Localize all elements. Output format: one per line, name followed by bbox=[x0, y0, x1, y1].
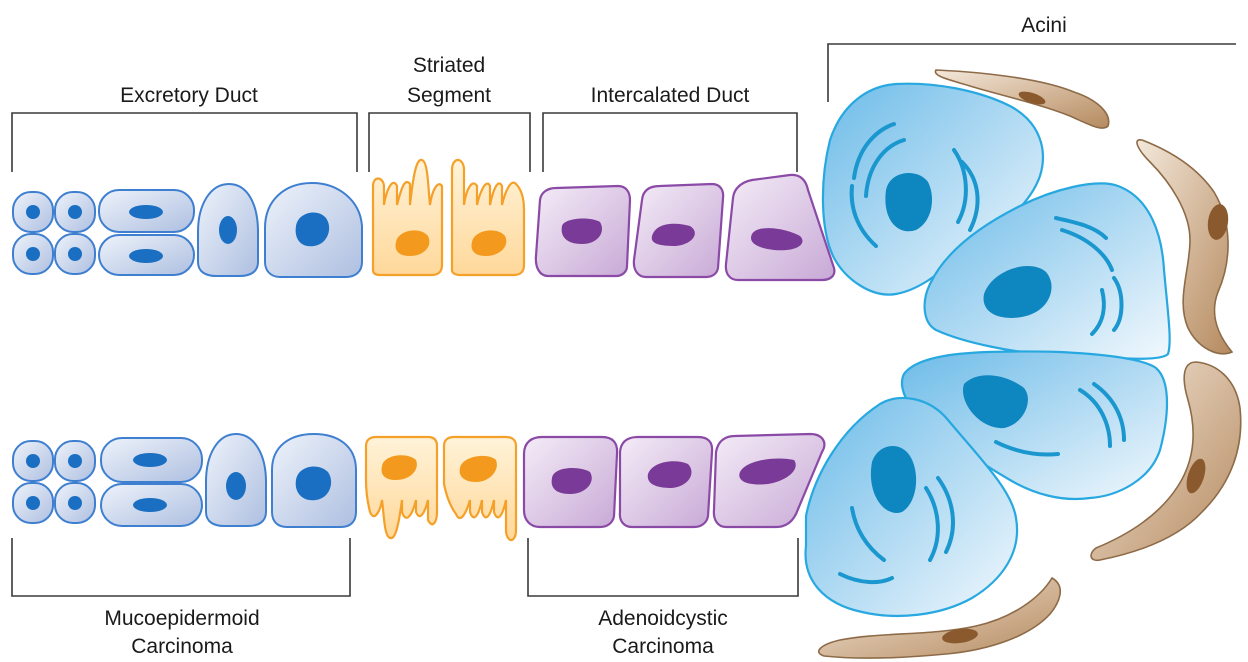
label-excretory-duct: Excretory Duct bbox=[120, 84, 258, 107]
bracket-intercalated-duct bbox=[543, 113, 797, 172]
bracket-striated-segment bbox=[369, 113, 530, 172]
nucleus bbox=[296, 466, 331, 500]
striated-cell bbox=[452, 160, 524, 275]
nucleus bbox=[219, 216, 237, 244]
label-adenoidcystic-line1: Adenoidcystic bbox=[598, 607, 728, 630]
striated-cell bbox=[444, 437, 516, 540]
nucleus bbox=[68, 247, 82, 261]
nucleus bbox=[133, 453, 167, 467]
label-striated-line1: Striated bbox=[413, 54, 485, 77]
nucleus bbox=[226, 472, 246, 500]
striated-cells-top bbox=[373, 160, 524, 275]
nucleus bbox=[68, 205, 82, 219]
nucleus bbox=[26, 454, 40, 468]
nucleus bbox=[26, 496, 40, 510]
striated-cell bbox=[373, 160, 442, 275]
bracket-excretory-duct bbox=[12, 113, 357, 172]
nucleus bbox=[129, 249, 163, 263]
label-striated-line2: Segment bbox=[407, 84, 491, 107]
striated-cell bbox=[366, 437, 437, 538]
striated-nuclei-bottom bbox=[382, 455, 497, 482]
label-mucoepidermoid-line2: Carcinoma bbox=[131, 635, 233, 658]
nucleus bbox=[133, 498, 167, 512]
nucleus bbox=[129, 205, 163, 219]
nucleus bbox=[26, 247, 40, 261]
nucleus bbox=[26, 205, 40, 219]
label-acini: Acini bbox=[1021, 14, 1067, 37]
intercalated-cell bbox=[726, 175, 835, 280]
label-adenoidcystic-line2: Carcinoma bbox=[612, 635, 714, 658]
nucleus bbox=[68, 454, 82, 468]
label-mucoepidermoid-line1: Mucoepidermoid bbox=[104, 607, 259, 630]
bracket-mucoepidermoid bbox=[12, 538, 350, 596]
label-intercalated-duct: Intercalated Duct bbox=[591, 84, 750, 107]
nucleus bbox=[68, 496, 82, 510]
bracket-adenoidcystic bbox=[528, 538, 798, 596]
striated-cells-bottom bbox=[366, 437, 516, 540]
